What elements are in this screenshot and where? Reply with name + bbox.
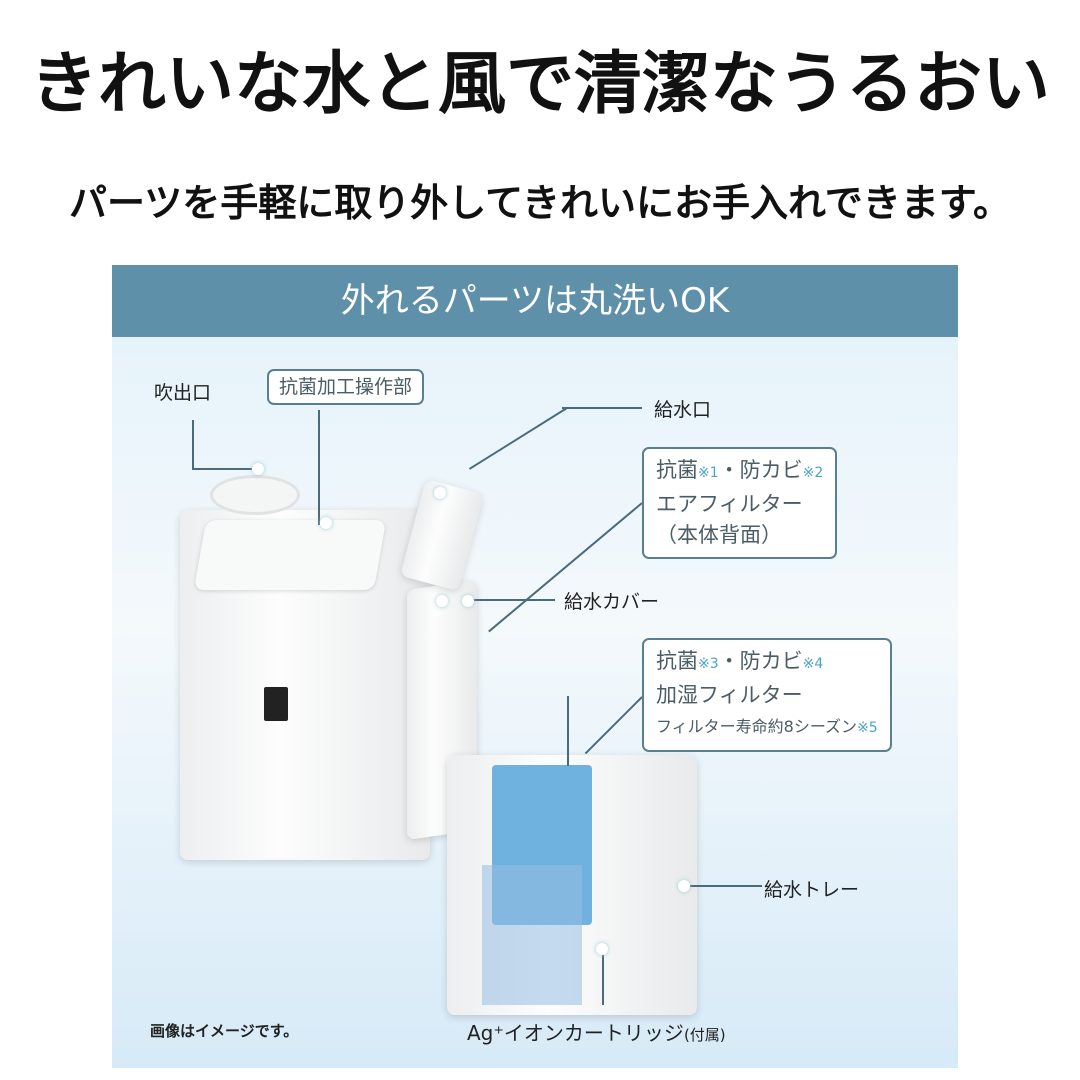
leader-line [470,599,555,601]
leader-line [468,407,568,470]
leader-line [562,407,642,409]
image-disclaimer: 画像はイメージです。 [150,1022,299,1040]
outlet-cap-image [210,475,300,515]
leader-line [602,950,604,1005]
label-water-inlet: 給水口 [654,399,712,421]
humid-filter-lifespan: フィルター寿命約8シーズン [656,717,858,736]
label-water-tray: 給水トレー [764,879,860,901]
humidifying-filter-box: 抗菌※3・防カビ※4 加湿フィルター フィルター寿命約8シーズン※5 [642,638,892,752]
leader-line [318,410,320,525]
label-control-panel: 抗菌加工操作部 [267,369,425,405]
pointer-dot [252,463,264,475]
cartridge-note: (付属) [683,1026,726,1044]
cartridge-image [482,865,582,1005]
humid-filter-antibacterial: 抗菌 [656,649,698,673]
air-filter-antibacterial: 抗菌 [656,458,698,482]
air-filter-antimold: 防カビ [739,458,803,482]
product-panel: 外れるパーツは丸洗いOK 吹出口 抗菌加工操作部 給水口 抗菌※1・防カビ※2 … [112,265,958,1068]
page-subtitle: パーツを手軽に取り外してきれいにお手入れできます。 [68,181,1012,225]
pointer-dot [436,595,448,607]
control-panel-image [193,520,387,590]
pointer-dot [434,487,446,499]
pointer-dot [320,517,332,529]
humid-filter-antimold: 防カビ [739,649,803,673]
label-cartridge: Ag⁺イオンカートリッジ(付属) [467,1017,726,1046]
separator: ・ [718,649,740,673]
display-icon [264,687,288,721]
footnote-mark: ※3 [698,656,719,672]
leader-line [192,420,194,470]
air-filter-name: エアフィルター [656,492,803,516]
footnote-mark: ※1 [698,465,719,481]
leader-line [567,696,569,766]
panel-heading: 外れるパーツは丸洗いOK [112,265,958,337]
pointer-dot [462,595,474,607]
footnote-mark: ※5 [857,720,878,736]
label-outlet: 吹出口 [154,382,212,404]
leader-line [584,696,643,755]
pointer-dot [596,943,608,955]
pointer-dot [678,880,690,892]
footnote-mark: ※4 [802,656,824,672]
separator: ・ [718,458,740,482]
page-title: きれいな水と風で清潔なうるおい [29,45,1050,124]
cartridge-name: Ag⁺イオンカートリッジ [467,1021,684,1045]
air-filter-location: （本体背面） [656,523,782,547]
leader-line [192,468,257,470]
leader-line [687,885,762,887]
label-water-cover: 給水カバー [564,591,660,613]
footnote-mark: ※2 [802,465,824,481]
humid-filter-name: 加湿フィルター [656,683,803,707]
air-filter-box: 抗菌※1・防カビ※2 エアフィルター （本体背面） [642,447,838,559]
